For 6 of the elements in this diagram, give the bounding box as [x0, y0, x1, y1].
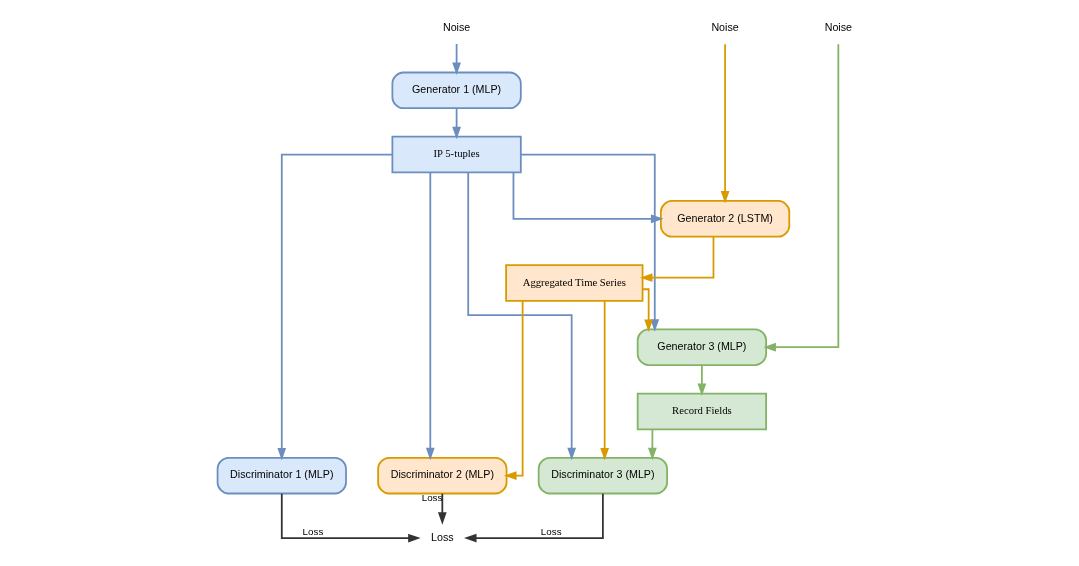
edge-label: Loss	[302, 526, 323, 538]
edge-label: Loss	[540, 526, 562, 538]
node-text: Loss	[430, 530, 454, 543]
node-text: Noise	[442, 20, 470, 33]
node-text: Noise	[824, 20, 852, 33]
node-text: Noise	[710, 20, 739, 33]
